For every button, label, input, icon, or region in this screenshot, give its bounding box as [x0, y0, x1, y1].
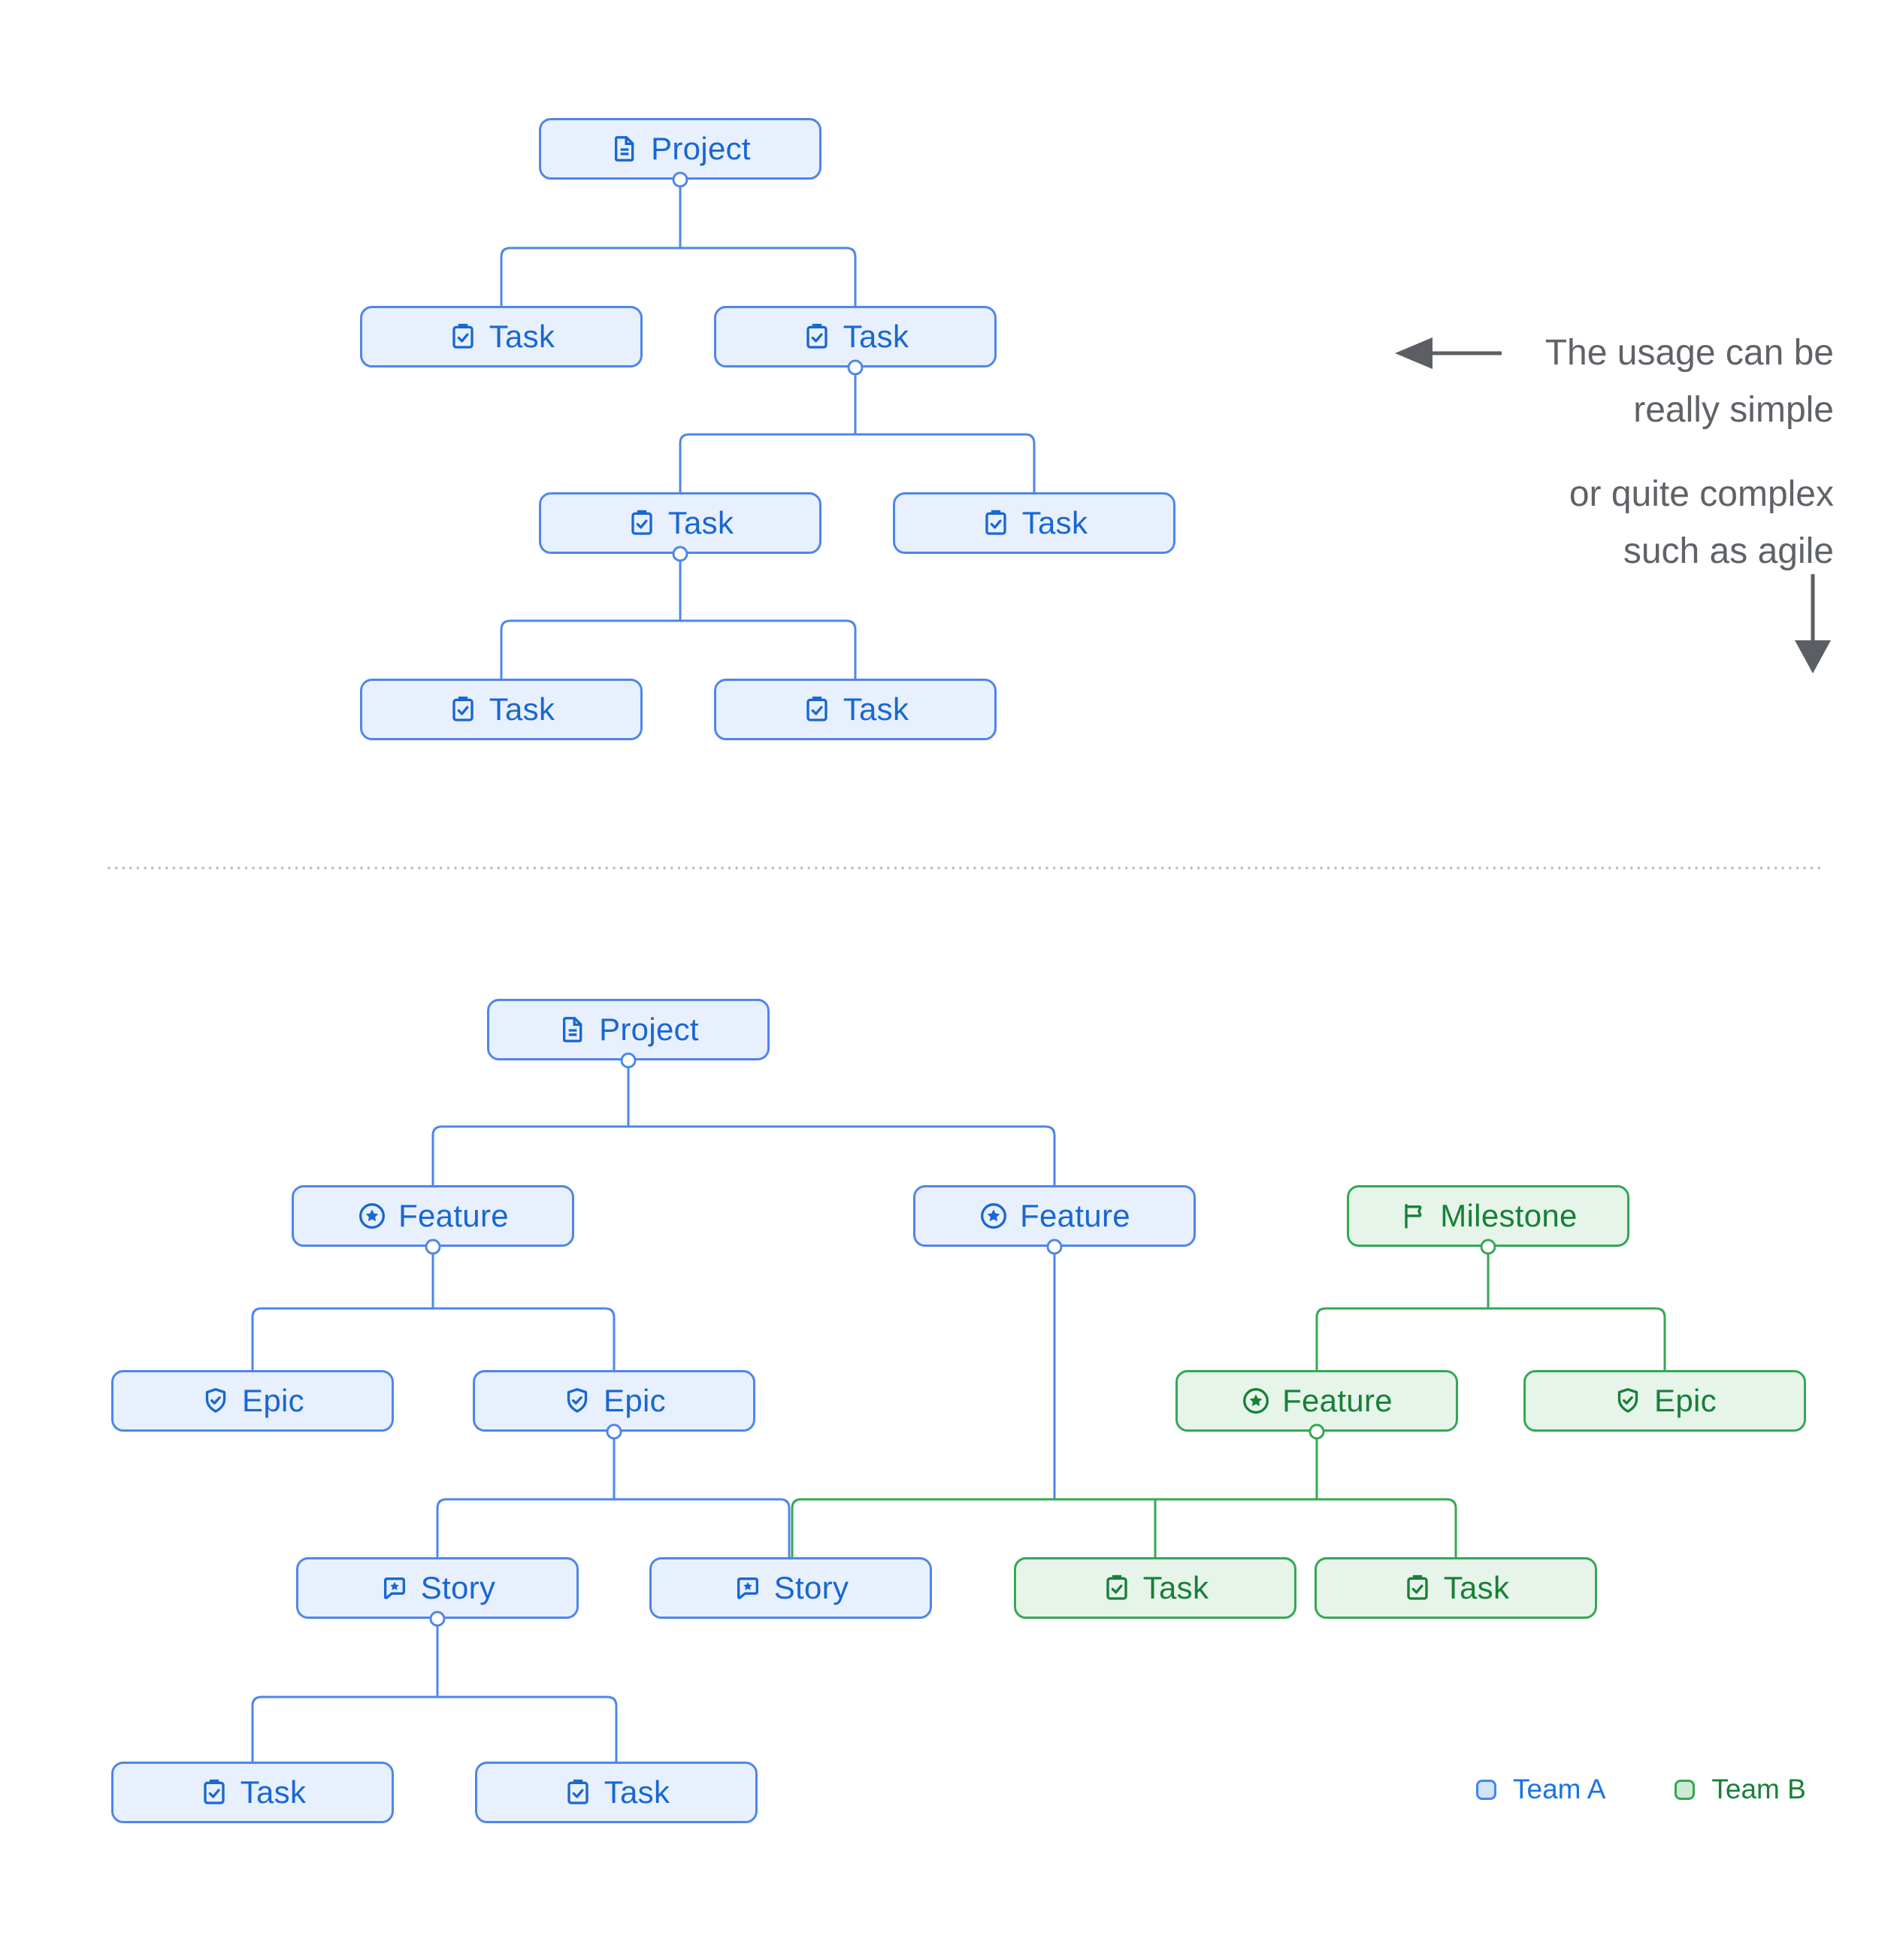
document-icon: [563, 1017, 582, 1042]
annotation-line-3: or quite complex: [1569, 474, 1834, 514]
document-icon: [615, 136, 634, 162]
node-label: Feature: [1282, 1383, 1393, 1418]
shield-check-icon: [205, 1388, 226, 1413]
shield-check-icon: [567, 1388, 588, 1413]
team-b-label: Team B: [1711, 1774, 1806, 1804]
story-icon: [737, 1577, 758, 1599]
node-label: Task: [1021, 505, 1088, 540]
edge-fork-epics: [251, 1307, 616, 1370]
flag-icon: [1405, 1204, 1422, 1229]
node-feature-left[interactable]: Feature: [292, 1185, 574, 1247]
down-arrow-icon: [1795, 574, 1831, 673]
node-task-bottom-right[interactable]: Task: [475, 1762, 758, 1823]
node-label: Task: [489, 319, 555, 354]
node-task-l2-left[interactable]: Task: [539, 492, 821, 554]
node-label: Project: [599, 1012, 699, 1047]
node-label: Feature: [1020, 1198, 1130, 1233]
annotation-line-4: such as agile: [1623, 531, 1834, 571]
node-task-l1-right[interactable]: Task: [714, 306, 997, 368]
annotation-line-2: really simple: [1633, 390, 1834, 430]
checklist-icon: [806, 696, 827, 721]
checklist-icon: [204, 1779, 225, 1804]
edge-fork-stories: [436, 1498, 791, 1557]
annotation-line-1: The usage can be: [1544, 333, 1834, 373]
node-label: Milestone: [1440, 1198, 1578, 1233]
edge-top-fork1: [500, 247, 857, 306]
edge-top-fork3: [500, 619, 857, 679]
node-feature-green[interactable]: Feature: [1175, 1370, 1458, 1432]
node-project-top[interactable]: Project: [539, 118, 821, 180]
node-label: Task: [604, 1774, 670, 1810]
shield-check-icon: [1617, 1388, 1638, 1413]
node-label: Task: [1142, 1570, 1209, 1605]
node-project-bottom[interactable]: Project: [487, 999, 770, 1060]
checklist-icon: [806, 323, 827, 349]
node-task-l3-left[interactable]: Task: [360, 679, 643, 740]
legend-team-a: Team A: [1476, 1774, 1605, 1805]
node-label: Epic: [1654, 1383, 1717, 1418]
team-a-swatch: [1476, 1779, 1496, 1800]
edge-fork-bottom-tasks: [251, 1695, 618, 1762]
story-icon: [383, 1577, 405, 1599]
checklist-icon: [452, 323, 473, 349]
legend: Team A Team B: [1476, 1774, 1806, 1805]
node-task-l1-left[interactable]: Task: [360, 306, 643, 368]
node-milestone[interactable]: Milestone: [1347, 1185, 1629, 1247]
checklist-icon: [631, 510, 652, 535]
star-circle-icon: [1243, 1388, 1269, 1414]
node-epic-mid[interactable]: Epic: [473, 1370, 755, 1432]
checklist-icon: [452, 696, 473, 721]
checklist-icon: [567, 1779, 588, 1804]
star-circle-icon: [359, 1203, 386, 1229]
edge-green-rail: [791, 1498, 1457, 1557]
node-label: Task: [843, 691, 909, 727]
node-feature-mid[interactable]: Feature: [913, 1185, 1196, 1247]
node-epic-green[interactable]: Epic: [1523, 1370, 1806, 1432]
node-task-green-1[interactable]: Task: [1014, 1557, 1296, 1619]
edge-fork-green: [1315, 1307, 1666, 1370]
node-story-left[interactable]: Story: [296, 1557, 579, 1619]
edge-bottom-fork-features: [431, 1125, 1056, 1185]
checklist-icon: [1407, 1574, 1428, 1600]
checklist-icon: [1106, 1574, 1127, 1600]
node-label: Project: [651, 131, 751, 166]
node-label: Story: [773, 1570, 849, 1605]
node-epic-left[interactable]: Epic: [111, 1370, 394, 1432]
node-label: Task: [489, 691, 555, 727]
star-circle-icon: [981, 1203, 1007, 1229]
node-task-green-2[interactable]: Task: [1315, 1557, 1597, 1619]
node-label: Task: [240, 1774, 307, 1810]
node-label: Story: [420, 1570, 496, 1605]
node-label: Task: [667, 505, 734, 540]
node-label: Task: [843, 319, 909, 354]
edge-top-fork2: [679, 433, 1036, 492]
team-a-edges: [251, 186, 1056, 1762]
node-task-bottom-left[interactable]: Task: [111, 1762, 394, 1823]
node-task-l2-right[interactable]: Task: [893, 492, 1175, 554]
team-b-swatch: [1675, 1779, 1696, 1800]
node-label: Epic: [242, 1383, 304, 1418]
node-label: Feature: [398, 1198, 509, 1233]
team-a-label: Team A: [1513, 1774, 1606, 1804]
node-task-l3-right[interactable]: Task: [714, 679, 997, 740]
left-arrow-icon: [1395, 337, 1502, 369]
node-label: Epic: [604, 1383, 666, 1418]
node-story-right[interactable]: Story: [649, 1557, 932, 1619]
checklist-icon: [985, 510, 1006, 535]
legend-team-b: Team B: [1675, 1774, 1806, 1805]
node-label: Task: [1443, 1570, 1510, 1605]
